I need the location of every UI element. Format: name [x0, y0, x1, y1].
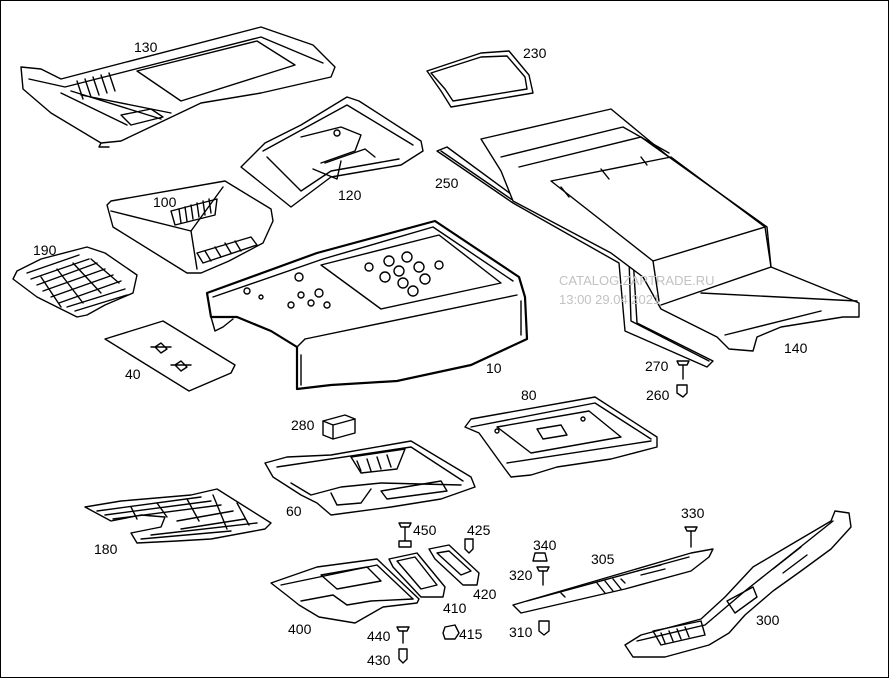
part-330-screw	[684, 526, 698, 548]
callout-425: 425	[467, 522, 491, 538]
callout-230: 230	[523, 45, 547, 61]
part-80-tray	[464, 396, 658, 478]
callout-300: 300	[756, 612, 780, 628]
callout-100: 100	[153, 194, 177, 210]
part-430-clip	[398, 648, 408, 664]
callout-450: 450	[413, 522, 437, 538]
callout-140: 140	[784, 340, 808, 356]
part-270-screw	[676, 360, 690, 380]
callout-10: 10	[486, 360, 502, 376]
part-60-floor-liner	[264, 440, 476, 516]
part-130-rear-floor-tray	[20, 26, 336, 148]
callout-430: 430	[367, 652, 391, 668]
callout-440: 440	[367, 628, 391, 644]
callout-280: 280	[291, 417, 315, 433]
part-280-block	[322, 414, 356, 440]
callout-250: 250	[435, 175, 459, 191]
callout-330: 330	[681, 505, 705, 521]
callout-305: 305	[591, 551, 615, 567]
part-410-bracket	[388, 552, 446, 598]
part-230-small-mat	[426, 50, 534, 108]
part-180-floor-mat	[84, 488, 272, 544]
callout-40: 40	[125, 366, 141, 382]
callout-310: 310	[509, 624, 533, 640]
part-10-main-floor	[205, 219, 529, 391]
part-400-bottom-liner	[270, 558, 420, 624]
callout-340: 340	[533, 537, 557, 553]
callout-410: 410	[443, 600, 467, 616]
part-425-clip	[464, 538, 474, 554]
part-440-screw	[396, 626, 410, 644]
part-140-large-floor	[480, 108, 860, 352]
callout-420: 420	[473, 586, 497, 602]
callout-320: 320	[509, 567, 533, 583]
callout-60: 60	[286, 503, 302, 519]
watermark-line-1: CATALOG.ZAPTRADE.RU	[559, 273, 715, 288]
part-310-clip	[538, 620, 550, 636]
callout-120: 120	[338, 187, 362, 203]
part-300-sill-plate	[624, 510, 852, 658]
watermark-line-2: 13:00 29.04.2021	[559, 292, 661, 307]
part-340-cap	[532, 552, 548, 562]
callout-190: 190	[33, 242, 57, 258]
part-450-screw	[398, 522, 412, 548]
part-420-bracket	[428, 544, 480, 586]
callout-130: 130	[134, 39, 158, 55]
part-100-front-tray	[106, 180, 274, 274]
callout-415: 415	[459, 626, 483, 642]
callout-180: 180	[94, 541, 118, 557]
part-305-trim-strip	[512, 548, 714, 614]
part-260-clip	[676, 384, 688, 398]
part-40-flat-panel	[104, 320, 236, 392]
callout-80: 80	[521, 387, 537, 403]
callout-260: 260	[646, 387, 670, 403]
callout-270: 270	[645, 358, 669, 374]
callout-400: 400	[288, 621, 312, 637]
part-320-screw	[536, 566, 550, 586]
part-120-tunnel-cover	[240, 96, 424, 208]
part-415-nut	[442, 624, 460, 640]
part-190-ribbed-mat	[12, 246, 138, 318]
